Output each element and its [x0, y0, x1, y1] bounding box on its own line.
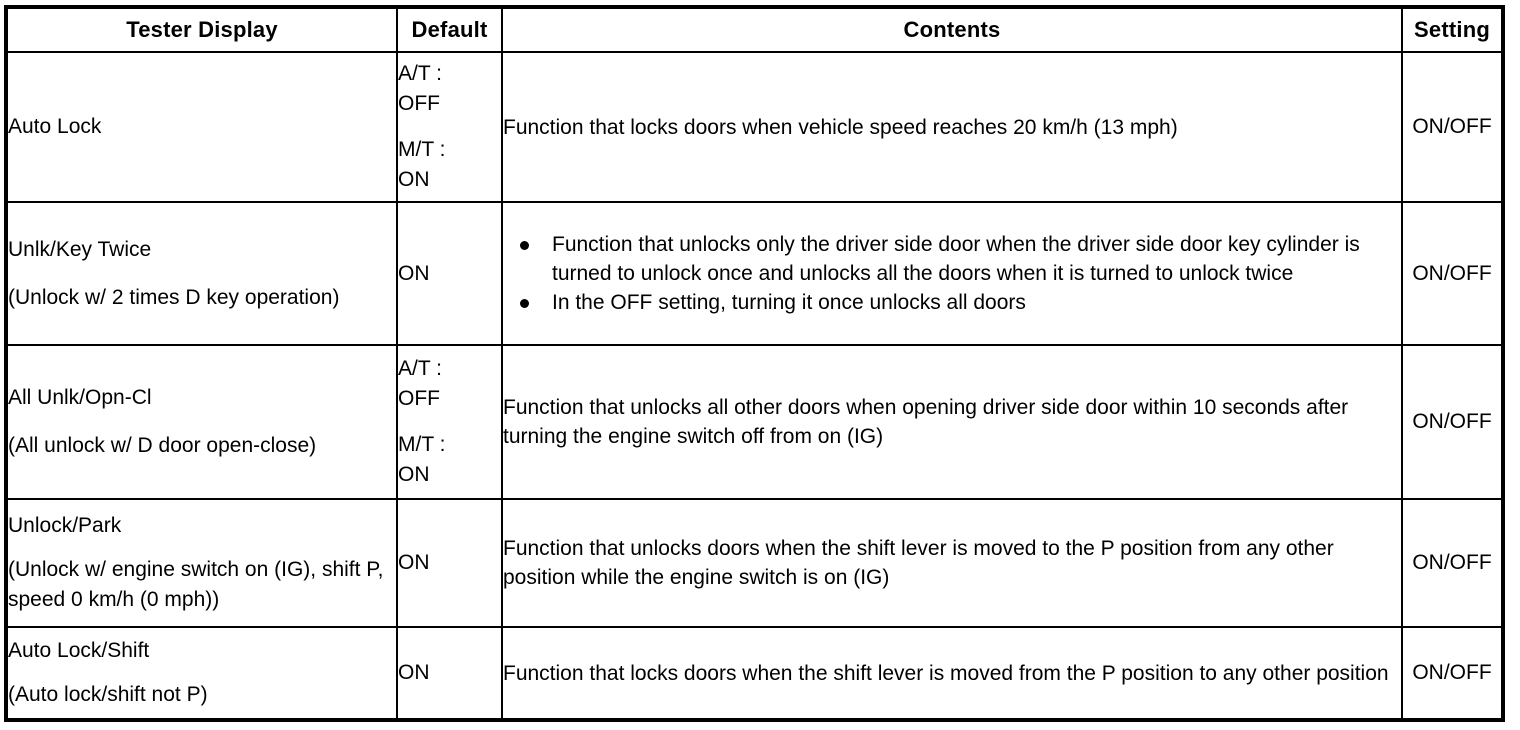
contents-text: Function that locks doors when vehicle s… [503, 115, 1178, 139]
column-header-tester-display: Tester Display [5, 6, 398, 53]
cell-tester-display: Auto Lock [5, 51, 398, 203]
table-row: Auto Lock/Shift (Auto lock/shift not P) … [5, 626, 1504, 721]
table-row: Unlk/Key Twice (Unlock w/ 2 times D key … [5, 201, 1504, 346]
cell-setting: ON/OFF [1401, 626, 1504, 721]
cell-tester-display: Unlock/Park (Unlock w/ engine switch on … [5, 498, 398, 628]
tester-subtitle: (All unlock w/ D door open-close) [8, 434, 317, 457]
tester-subtitle: (Unlock w/ engine switch on (IG), shift … [8, 558, 390, 611]
table-row: Unlock/Park (Unlock w/ engine switch on … [5, 498, 1504, 628]
bullet-text: In the OFF setting, turning it once unlo… [552, 291, 1026, 314]
bullet-text: Function that unlocks only the driver si… [552, 233, 1360, 285]
cell-default: A/T : OFF M/T : ON [396, 51, 503, 203]
column-header-contents: Contents [501, 6, 1403, 53]
cell-tester-display: Auto Lock/Shift (Auto lock/shift not P) [5, 626, 398, 721]
cell-default: A/T : OFF M/T : ON [396, 344, 503, 500]
list-item: Function that unlocks only the driver si… [503, 230, 1401, 288]
default-mt-label: M/T : [398, 433, 446, 456]
default-mt-value: ON [398, 463, 430, 486]
cell-contents: Function that locks doors when the shift… [501, 626, 1403, 721]
default-at-label: A/T : [398, 62, 442, 85]
tester-subtitle: (Unlock w/ 2 times D key operation) [8, 285, 340, 309]
cell-contents: Function that unlocks doors when the shi… [501, 498, 1403, 628]
contents-text: Function that unlocks all other doors wh… [503, 396, 1349, 448]
cell-setting: ON/OFF [1401, 201, 1504, 346]
tester-subtitle: (Auto lock/shift not P) [8, 683, 208, 706]
tester-name: Auto Lock/Shift [8, 639, 150, 662]
table-row: Auto Lock A/T : OFF M/T : ON Function th… [5, 51, 1504, 203]
cell-default: ON [396, 626, 503, 721]
tester-spacer [8, 413, 396, 431]
default-spacer [398, 119, 501, 135]
bullet-icon [520, 299, 529, 308]
tester-name: All Unlk/Opn-Cl [8, 386, 152, 409]
default-at-label: A/T : [398, 357, 442, 380]
default-mt-label: M/T : [398, 138, 446, 161]
default-value: ON [398, 261, 430, 285]
default-spacer [398, 414, 501, 430]
cell-contents: Function that unlocks only the driver si… [501, 201, 1403, 346]
cell-setting: ON/OFF [1401, 344, 1504, 500]
table-header-row: Tester Display Default Contents Setting [5, 6, 1504, 53]
default-at-value: OFF [398, 92, 440, 115]
default-value: ON [398, 661, 430, 684]
tester-spacer [8, 666, 396, 680]
default-at-value: OFF [398, 387, 440, 410]
cell-contents: Function that locks doors when vehicle s… [501, 51, 1403, 203]
cell-tester-display: All Unlk/Opn-Cl (All unlock w/ D door op… [5, 344, 398, 500]
list-item: In the OFF setting, turning it once unlo… [503, 288, 1401, 317]
tester-name: Auto Lock [8, 115, 102, 138]
table-body: Auto Lock A/T : OFF M/T : ON Function th… [5, 51, 1504, 721]
contents-text: Function that unlocks doors when the shi… [503, 537, 1334, 589]
contents-bullet-list: Function that unlocks only the driver si… [503, 230, 1401, 317]
contents-text: Function that locks doors when the shift… [503, 661, 1389, 685]
tester-spacer [8, 265, 396, 283]
tester-display-settings-table: Tester Display Default Contents Setting … [4, 5, 1505, 722]
column-header-default: Default [396, 6, 503, 53]
table-header: Tester Display Default Contents Setting [5, 6, 1504, 53]
cell-setting: ON/OFF [1401, 51, 1504, 203]
cell-tester-display: Unlk/Key Twice (Unlock w/ 2 times D key … [5, 201, 398, 346]
default-mt-value: ON [398, 168, 430, 191]
tester-name: Unlock/Park [8, 514, 122, 537]
bullet-icon [520, 241, 529, 250]
column-header-setting: Setting [1401, 6, 1504, 53]
cell-default: ON [396, 498, 503, 628]
cell-contents: Function that unlocks all other doors wh… [501, 344, 1403, 500]
tester-spacer [8, 541, 396, 555]
spec-table-container: Tester Display Default Contents Setting … [4, 5, 1505, 722]
cell-setting: ON/OFF [1401, 498, 1504, 628]
table-row: All Unlk/Opn-Cl (All unlock w/ D door op… [5, 344, 1504, 500]
tester-name: Unlk/Key Twice [8, 237, 152, 261]
cell-default: ON [396, 201, 503, 346]
default-value: ON [398, 551, 430, 574]
